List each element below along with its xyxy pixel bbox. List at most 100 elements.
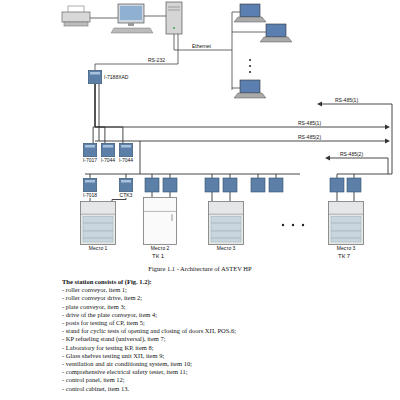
module-body xyxy=(83,178,96,191)
rs485-bus xyxy=(140,141,141,174)
rs485-bus xyxy=(126,174,127,178)
rs485-bus xyxy=(95,127,385,128)
refrigerator-shape xyxy=(208,201,244,245)
refrigerator-shape xyxy=(143,197,177,245)
list-text: - Laboratory for testing KP, item 8; xyxy=(62,344,154,352)
interface-label: RS-485(1) xyxy=(298,120,321,126)
refrigerator: Место 3 xyxy=(328,201,364,251)
device-label: Место 3 xyxy=(217,245,236,251)
rs485-bus xyxy=(322,104,392,105)
laptop-icon xyxy=(234,93,266,98)
bus-connector xyxy=(95,84,123,143)
device-label: I-7018 xyxy=(83,192,97,198)
list-text: - control panel, item 12; xyxy=(62,376,125,384)
rs485-bus xyxy=(95,141,385,142)
rs485-bus xyxy=(212,192,213,201)
rs485-bus xyxy=(90,174,91,178)
module-shape xyxy=(83,143,97,157)
laptop-icon xyxy=(240,80,260,93)
io-module: CTK3 xyxy=(119,178,133,198)
freezer-split xyxy=(144,211,177,212)
list-text: - roller conveyor, item 1; xyxy=(62,286,127,294)
io-module xyxy=(330,178,344,192)
ellipsis-dots xyxy=(249,71,251,73)
module-body xyxy=(119,143,132,156)
ellipsis-dots xyxy=(249,65,251,67)
list-text: - plate conveyor, item 3; xyxy=(62,303,125,311)
rs485-bus xyxy=(212,174,213,178)
io-module xyxy=(163,178,177,192)
module-terminal xyxy=(103,145,113,148)
list-text: - ventilation and air conditioning syste… xyxy=(62,360,192,368)
fridge-shelf xyxy=(211,237,241,238)
fridge-shelf xyxy=(83,223,113,224)
rs485-bus xyxy=(85,84,392,201)
fridge-handle xyxy=(172,214,173,221)
fridge-body xyxy=(81,202,116,245)
module-body xyxy=(101,143,114,156)
device-label: CTK3 xyxy=(120,192,133,198)
workstation-icon xyxy=(111,4,153,33)
list-text: - Glass shelves testing unit ХП, item 9; xyxy=(62,352,164,360)
device-label: Место 2 xyxy=(151,245,170,251)
device-label: Место 1 xyxy=(89,245,108,251)
printer-icon xyxy=(64,22,88,26)
device-label: I-7044 xyxy=(119,157,133,163)
bus-arrow xyxy=(317,102,322,107)
io-module xyxy=(269,178,283,192)
io-module xyxy=(251,178,265,192)
laptop-icon xyxy=(260,37,292,42)
workstation-icon xyxy=(120,6,142,20)
refrigerator: Место 3 xyxy=(208,201,244,251)
fridge-shelf xyxy=(211,230,241,231)
io-module: I-7017 xyxy=(83,143,97,163)
fridge-interior xyxy=(83,216,113,242)
device-label: I-7044 xyxy=(101,157,115,163)
io-module xyxy=(223,178,237,192)
module-shape xyxy=(83,178,97,192)
device-label: Место 3 xyxy=(337,245,356,251)
list-text: - comprehensive electrical safety tester… xyxy=(62,368,188,376)
freezer-split xyxy=(329,214,364,215)
module-shape xyxy=(119,143,133,157)
list-text: - posts for testing of CP, item 5; xyxy=(62,319,145,327)
io-module xyxy=(347,178,361,192)
printer-icon xyxy=(62,6,90,26)
ellipsis-dots xyxy=(249,59,304,226)
rs485-bus xyxy=(354,192,355,201)
rs485-bus xyxy=(337,174,338,178)
module-terminal xyxy=(85,180,95,183)
interface-label: RS-485(2) xyxy=(340,151,363,157)
network-cable xyxy=(232,88,240,89)
fridge-body xyxy=(209,202,244,245)
bus-connector xyxy=(95,84,105,143)
server-tower-icon xyxy=(166,2,182,34)
bus-connector xyxy=(112,198,126,201)
fridge-shelf xyxy=(83,230,113,231)
fridge-shelf xyxy=(331,230,361,231)
io-module: I-7188XAD xyxy=(88,70,128,84)
server-tower-icon xyxy=(166,2,182,34)
network-cable xyxy=(90,12,266,90)
network-cable xyxy=(232,12,233,90)
freezer-split xyxy=(81,214,116,215)
rs485-bus xyxy=(392,104,393,174)
rs485-bus xyxy=(152,192,153,197)
list-text: The station consists of (Fig. 1.2): xyxy=(62,278,152,286)
fridge-shelf xyxy=(331,223,361,224)
io-module xyxy=(205,178,219,192)
network-cable xyxy=(90,18,118,19)
module-body xyxy=(83,143,96,156)
laptop-icon xyxy=(234,17,266,22)
bus-arrow xyxy=(317,102,390,161)
module-terminal xyxy=(90,72,100,75)
bus-arrow xyxy=(385,139,390,144)
bus-connector xyxy=(90,198,91,201)
list-text: - KP refueling stand (universal), item 7… xyxy=(62,335,166,343)
network-cable xyxy=(232,12,240,13)
figure-caption: Figure 1.1 - Architecture of ASTEV HP xyxy=(0,265,400,273)
interface-label: Ethernet xyxy=(192,43,211,49)
